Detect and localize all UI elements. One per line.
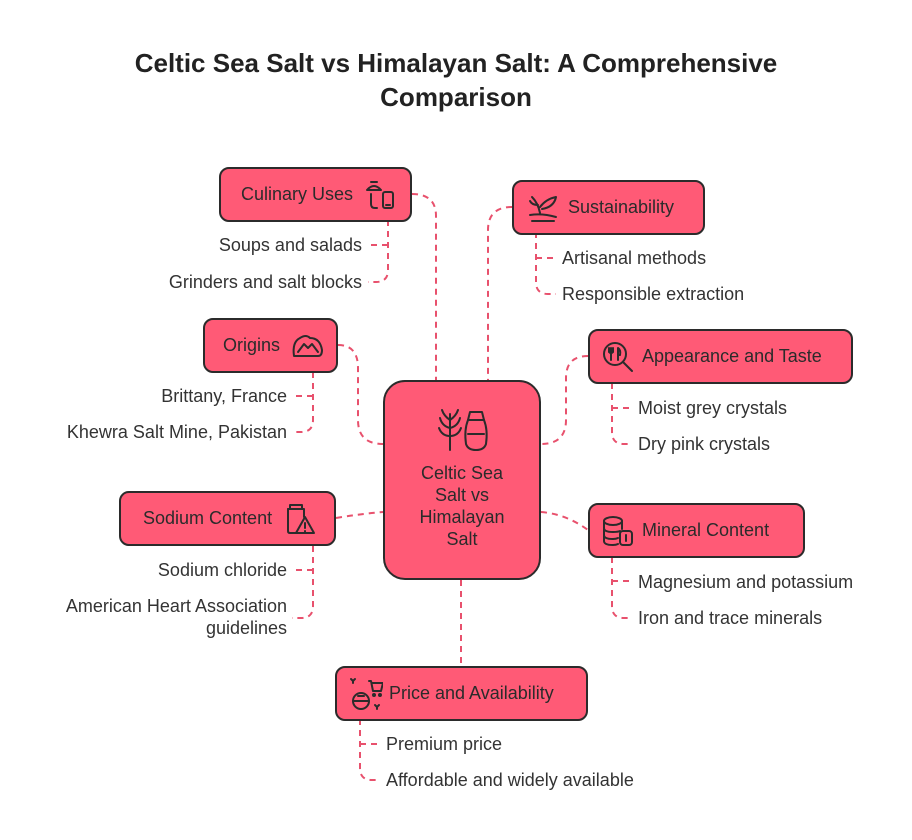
- node-sodium-content: Sodium Content: [119, 491, 336, 546]
- connector-culinary: [411, 193, 437, 380]
- salt-shaker-plant-icon: [438, 409, 488, 451]
- leaf-connector-culinary: [368, 220, 389, 283]
- node-price-availability-label: Price and Availability: [389, 683, 554, 703]
- connector-appearance: [540, 355, 589, 445]
- node-origins: Origins: [203, 318, 338, 373]
- culinary-item-1: Soups and salads: [218, 235, 362, 255]
- origins-item-2: Khewra Salt Mine, Pakistan: [66, 422, 287, 442]
- node-appearance-taste: Appearance and Taste: [588, 329, 853, 384]
- leaf-connector-sustainability: [535, 232, 556, 295]
- sodium-item-1: Sodium chloride: [157, 560, 287, 580]
- leaf-connector-sodium: [292, 546, 314, 619]
- jar-warning-icon: [287, 503, 316, 534]
- center-label: Celtic Sea Salt vs Himalayan Salt: [385, 462, 539, 550]
- node-sodium-content-label: Sodium Content: [143, 508, 273, 528]
- mineral-item-1: Magnesium and potassium: [638, 572, 854, 592]
- diagram-title: Celtic Sea Salt vs Himalayan Salt: A Com…: [134, 48, 778, 112]
- node-appearance-taste-label: Appearance and Taste: [642, 346, 822, 366]
- node-sustainability-label: Sustainability: [568, 197, 675, 217]
- coins-stack-icon: [603, 515, 633, 546]
- sodium-item-2: American Heart Association guidelines: [66, 595, 287, 639]
- price-item-2: Affordable and widely available: [386, 770, 634, 790]
- center-label-line-4: Salt: [446, 529, 478, 549]
- center-node: Celtic Sea Salt vs Himalayan Salt: [383, 380, 541, 580]
- connector-origins: [337, 344, 384, 445]
- connector-mineral: [540, 511, 589, 531]
- center-label-line-3: Himalayan: [419, 507, 505, 527]
- center-label-line-1: Celtic Sea: [420, 463, 504, 483]
- origins-item-1: Brittany, France: [161, 386, 287, 406]
- mountain-icon: [292, 334, 324, 357]
- appearance-item-2: Dry pink crystals: [638, 434, 771, 454]
- price-item-1: Premium price: [386, 734, 503, 754]
- center-label-line-2: Salt vs: [434, 485, 490, 505]
- node-culinary-uses-label: Culinary Uses: [241, 184, 354, 204]
- node-mineral-content: Mineral Content: [588, 503, 805, 558]
- node-origins-label: Origins: [223, 335, 281, 355]
- cart-price-icon: [350, 677, 383, 710]
- magnifier-utensils-icon: [603, 341, 633, 372]
- mineral-item-2: Iron and trace minerals: [638, 608, 823, 628]
- connector-sodium: [335, 511, 384, 519]
- node-mineral-content-label: Mineral Content: [642, 520, 770, 540]
- leaf-connector-mineral: [611, 557, 632, 619]
- sodium-item-2-line-2: guidelines: [205, 618, 287, 638]
- leaf-connector-price: [359, 719, 380, 781]
- node-price-availability: Price and Availability: [335, 666, 588, 721]
- salt-shaker-phone-icon: [366, 180, 395, 209]
- sustainability-item-1: Artisanal methods: [562, 248, 707, 268]
- appearance-item-1: Moist grey crystals: [638, 398, 788, 418]
- leaf-connector-origins: [292, 372, 314, 433]
- node-sustainability: Sustainability: [512, 180, 705, 235]
- culinary-item-2: Grinders and salt blocks: [168, 272, 362, 292]
- sustainability-item-2: Responsible extraction: [562, 284, 745, 304]
- leaf-connector-appearance: [611, 383, 632, 445]
- node-culinary-uses: Culinary Uses: [219, 167, 412, 222]
- connector-sustainability: [487, 206, 513, 380]
- sprout-icon: [529, 195, 557, 222]
- sodium-item-2-line-1: American Heart Association: [65, 596, 287, 616]
